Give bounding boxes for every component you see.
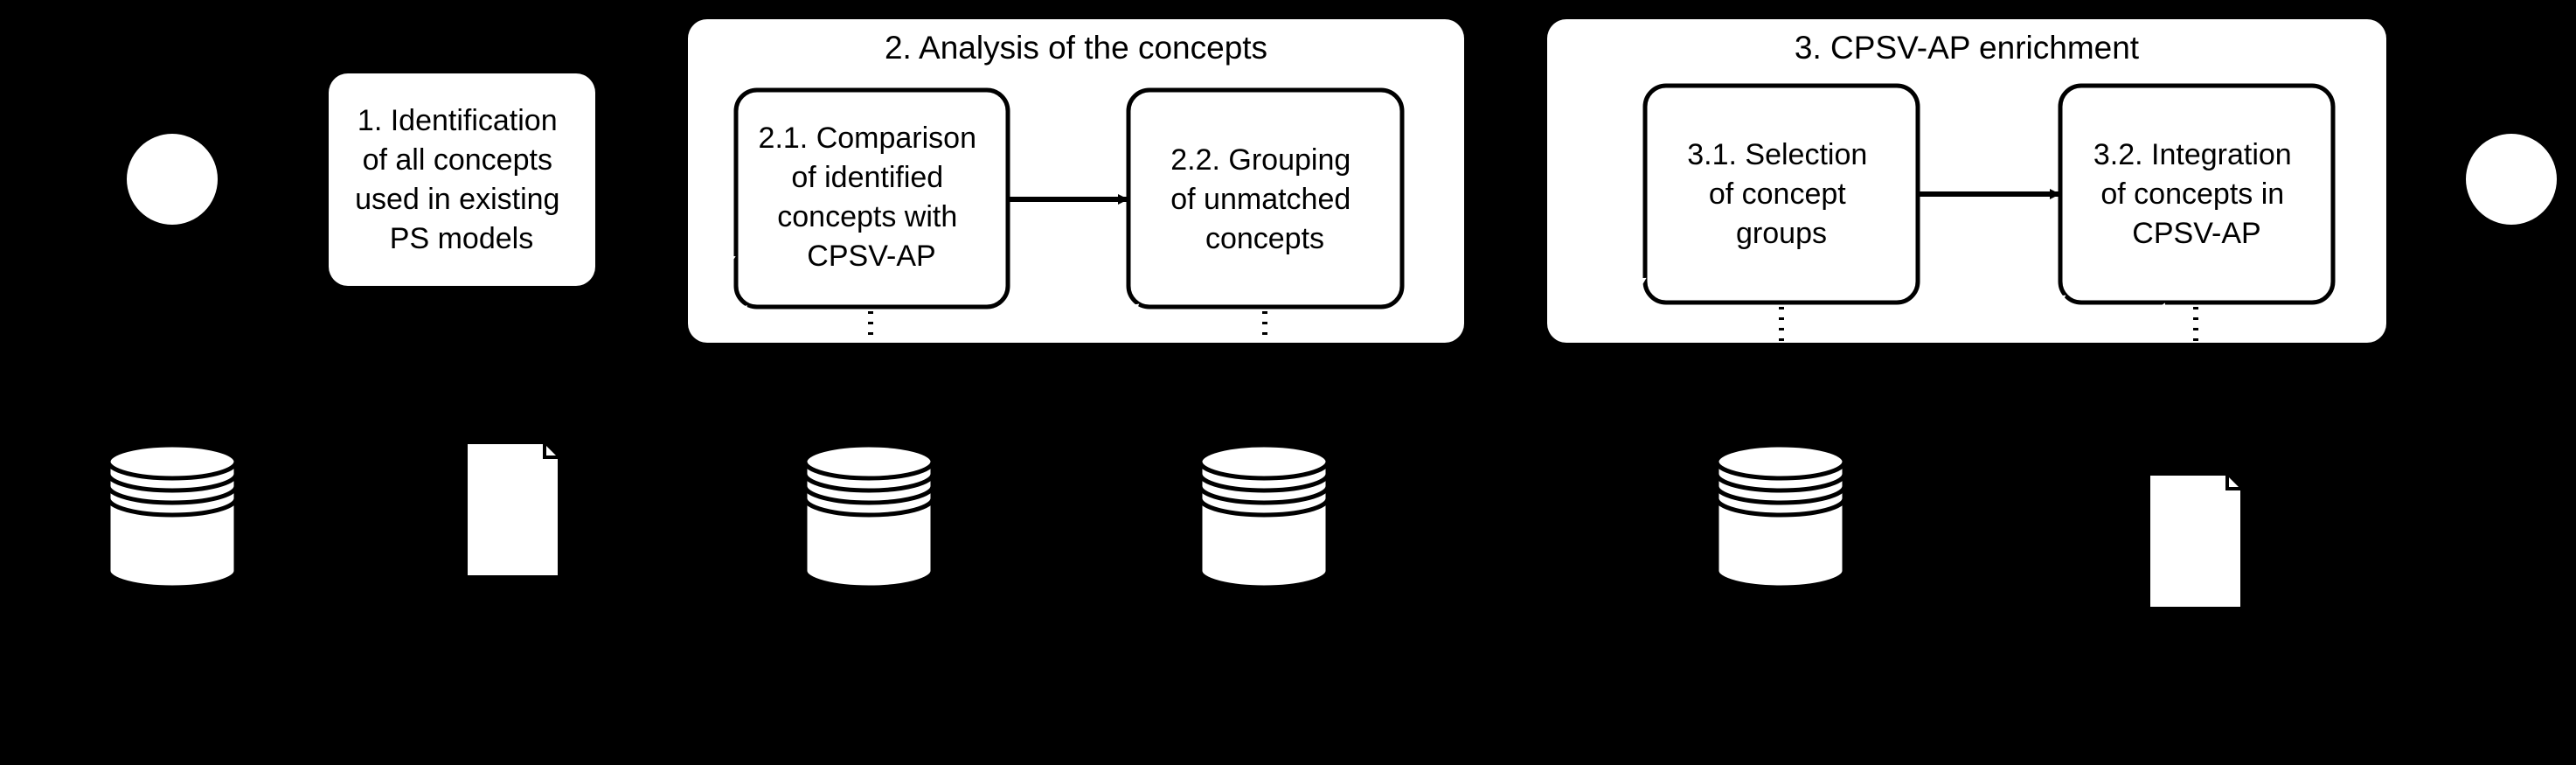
data-store-3 xyxy=(1200,445,1328,588)
task-3-2-line-2: of concepts in xyxy=(2100,177,2284,211)
data-associations xyxy=(689,255,2166,342)
task-2-1-line-3: concepts with xyxy=(777,200,957,233)
group-3-title: 3. CPSV-AP enrichment xyxy=(1795,30,2140,66)
group-2-title: 2. Analysis of the concepts xyxy=(885,30,1267,66)
task-1-line-3: used in existing xyxy=(355,183,559,216)
task-1-line-4: PS models xyxy=(390,222,533,255)
task-3-1-label: 3.1. Selection of concept groups xyxy=(1687,138,1875,250)
task-2-2-line-3: concepts xyxy=(1205,222,1324,255)
data-store-2 xyxy=(805,445,933,588)
start-event xyxy=(127,134,218,225)
task-3-2-line-1: 3.2. Integration xyxy=(2093,138,2292,171)
document-1 xyxy=(466,442,559,577)
task-2-2-line-2: of unmatched xyxy=(1170,183,1350,216)
task-3-1-line-1: 3.1. Selection xyxy=(1687,138,1867,171)
task-2-1-label: 2.1. Comparison of identified concepts w… xyxy=(759,122,985,273)
task-2-2-line-1: 2.2. Grouping xyxy=(1170,143,1350,177)
task-2-1-line-2: of identified xyxy=(791,161,943,194)
task-3-2-line-3: CPSV-AP xyxy=(2132,217,2260,250)
task-2-1-line-1: 2.1. Comparison xyxy=(759,122,976,155)
task-1-label: 1. Identification of all concepts used i… xyxy=(355,104,568,255)
task-3-2-label: 3.2. Integration of concepts in CPSV-AP xyxy=(2093,138,2300,250)
task-1-line-2: of all concepts xyxy=(363,143,552,177)
data-store-1 xyxy=(108,445,236,588)
task-3-1-line-3: groups xyxy=(1736,217,1827,250)
end-event xyxy=(2466,134,2557,225)
data-store-4 xyxy=(1717,445,1844,588)
task-1-line-1: 1. Identification xyxy=(358,104,558,137)
task-3-2-integration xyxy=(2058,83,2336,305)
task-2-1-line-4: CPSV-AP xyxy=(807,240,935,273)
task-1-identification xyxy=(329,73,595,286)
task-2-2-label: 2.2. Grouping of unmatched concepts xyxy=(1170,143,1358,255)
document-2 xyxy=(2149,474,2242,609)
task-3-1-line-2: of concept xyxy=(1709,177,1846,211)
task-2-2-grouping xyxy=(1126,87,1405,309)
